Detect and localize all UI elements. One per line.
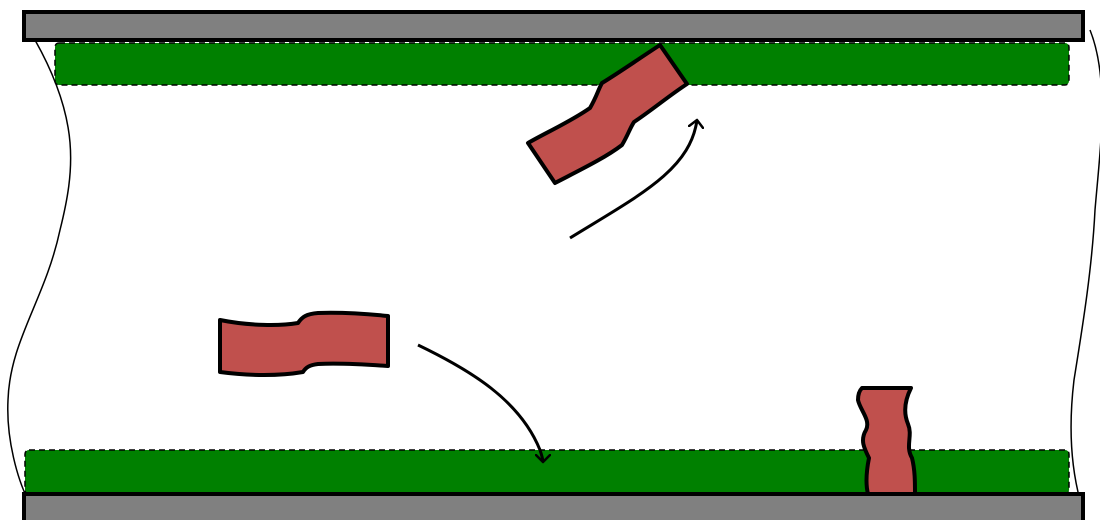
- deposition-arrow: [417, 343, 543, 462]
- top-wall: [22, 10, 1085, 42]
- bottom-wall: [22, 492, 1085, 520]
- channel-left-edge: [7, 39, 72, 501]
- floating-particle: [218, 310, 390, 377]
- channel-right-edge: [1070, 29, 1100, 501]
- attached-particle: [856, 386, 917, 496]
- detaching-particle: [526, 43, 689, 185]
- top-coating-layer: [54, 42, 1070, 86]
- detachment-arrow: [569, 120, 697, 240]
